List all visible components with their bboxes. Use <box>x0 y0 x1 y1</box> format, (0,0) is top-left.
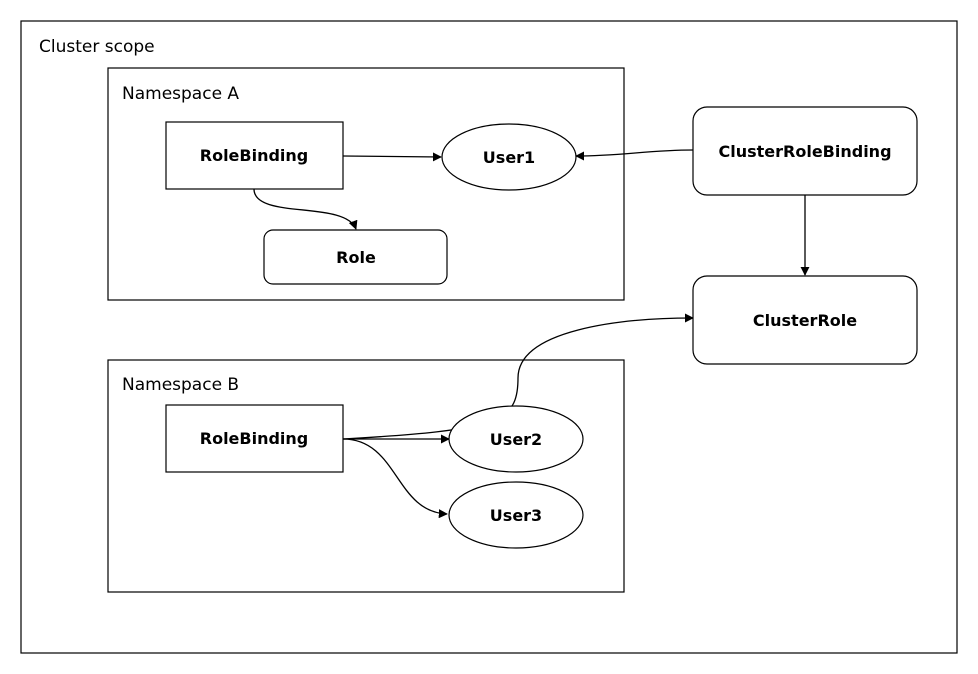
clusterrole-node <box>692 275 918 365</box>
clusterrole-label: ClusterRole <box>753 311 857 330</box>
edge-clusterrolebinding-to-user1 <box>575 149 694 161</box>
user2-label: User2 <box>490 430 542 449</box>
rolebinding-b-node <box>165 404 344 473</box>
rolebinding-a-node <box>165 121 344 190</box>
edge-rolebinding-a-to-role <box>253 188 358 230</box>
user1-node <box>441 123 577 191</box>
cluster-scope-frame <box>20 20 958 654</box>
namespace-b-frame <box>107 359 625 593</box>
role-label: Role <box>336 248 376 267</box>
role-node <box>263 229 448 285</box>
user3-label: User3 <box>490 506 542 525</box>
rolebinding-a-label: RoleBinding <box>200 146 309 165</box>
namespace-a-frame <box>107 67 625 301</box>
clusterrolebinding-node <box>692 106 918 196</box>
clusterrolebinding-label: ClusterRoleBinding <box>718 142 891 161</box>
rolebinding-b-label: RoleBinding <box>200 429 309 448</box>
user3-node <box>448 481 584 549</box>
cluster-scope-label: Cluster scope <box>39 37 155 57</box>
namespace-a-label: Namespace A <box>122 84 239 104</box>
edge-rolebinding-b-to-user3 <box>342 438 448 519</box>
user2-node <box>448 405 584 473</box>
user1-label: User1 <box>483 148 535 167</box>
edge-rolebinding-a-to-user1 <box>342 152 442 162</box>
namespace-b-label: Namespace B <box>122 375 239 395</box>
